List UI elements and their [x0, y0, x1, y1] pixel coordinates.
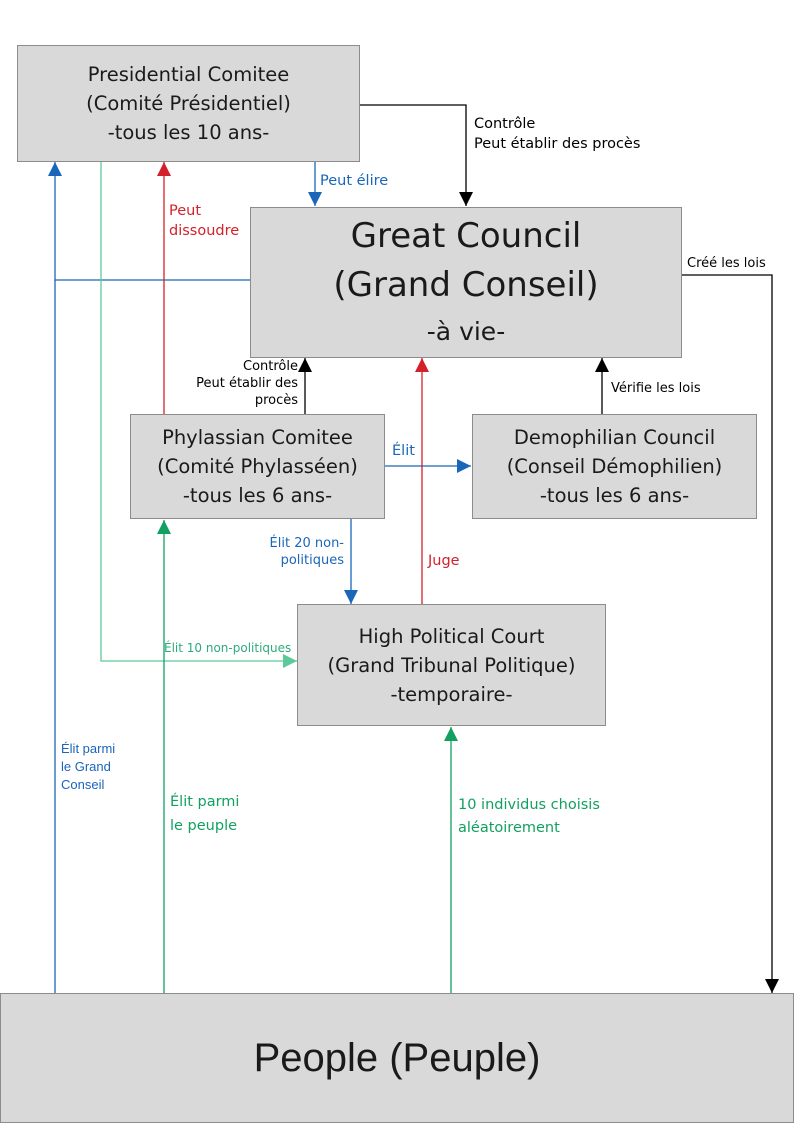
phylassian-term: -tous les 6 ans-: [182, 484, 333, 507]
label-controle-mid: Contrôle Peut établir des procès: [196, 359, 298, 408]
demophilian-name: Demophilian Council: [513, 426, 716, 449]
label-juge: Juge: [428, 553, 460, 569]
demophilian-term: -tous les 6 ans-: [539, 484, 690, 507]
arrow-elit-10: [100, 162, 297, 668]
arrow-cree-lois: [682, 274, 779, 993]
demophilian-french: (Conseil Démophilien): [506, 455, 723, 478]
label-elit-parmi-conseil: Élit parmi le Grand Conseil: [61, 741, 116, 792]
people-box: People (Peuple): [0, 993, 794, 1123]
phylassian-name: Phylassian Comitee: [162, 426, 353, 449]
label-elit-20: Élit 20 non- politiques: [269, 536, 344, 568]
arrow-presidential-controle: [360, 104, 473, 206]
label-elit: Élit: [392, 443, 415, 459]
presidential-name: Presidential Comitee: [87, 63, 290, 86]
demophilian-council-box: Demophilian Council (Conseil Démophilien…: [472, 414, 757, 519]
court-name: High Political Court: [358, 624, 545, 648]
great-council-french: (Grand Conseil): [333, 264, 599, 305]
label-individus-aleatoires: 10 individus choisis aléatoirement: [458, 797, 600, 836]
label-elit-10: Élit 10 non-politiques: [164, 641, 292, 655]
people-title: People (Peuple): [253, 1035, 541, 1080]
phylassian-french: (Comité Phylasséen): [157, 455, 358, 478]
label-peut-elire: Peut élire: [320, 173, 389, 189]
great-council-name: Great Council: [350, 215, 582, 256]
label-verifie-lois: Vérifie les lois: [611, 381, 701, 396]
label-elit-parmi-peuple: Élit parmi le peuple: [170, 794, 240, 834]
great-council-box: Great Council (Grand Conseil) -à vie-: [250, 207, 682, 358]
label-controle-top: Contrôle Peut établir des procès: [474, 116, 641, 152]
great-council-term: -à vie-: [426, 316, 506, 346]
phylassian-comitee-box: Phylassian Comitee (Comité Phylasséen) -…: [130, 414, 385, 519]
high-political-court-box: High Political Court (Grand Tribunal Pol…: [297, 604, 606, 726]
label-cree-lois: Créé les lois: [687, 256, 766, 271]
court-french: (Grand Tribunal Politique): [327, 653, 576, 677]
label-peut-dissoudre: Peut dissoudre: [169, 203, 240, 239]
court-term: -temporaire-: [390, 682, 513, 706]
presidential-french: (Comité Présidentiel): [86, 92, 291, 115]
presidential-comitee-box: Presidential Comitee (Comité Présidentie…: [17, 45, 360, 162]
presidential-term: -tous les 10 ans-: [107, 121, 270, 144]
